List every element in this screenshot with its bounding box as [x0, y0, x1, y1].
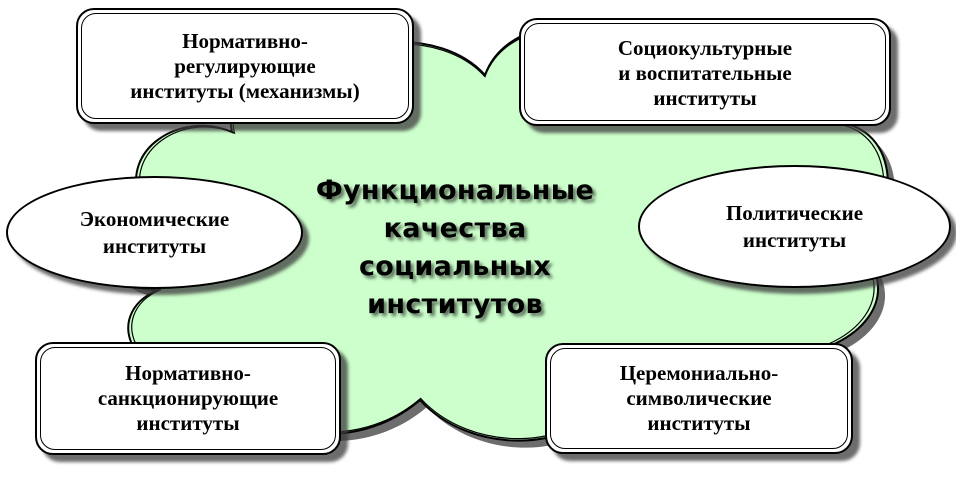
central-concept-title: Функциональные качества социальных инсти…	[315, 175, 595, 320]
node-economic-label: Экономические институты	[79, 206, 230, 258]
node-ceremonial-symbolic-label: Церемониально- символические институты	[619, 361, 779, 435]
node-economic: Экономические институты	[6, 176, 303, 289]
node-political-label: Политические институты	[725, 200, 864, 252]
node-normative-sanctioning-label: Нормативно- санкционирующие институты	[97, 361, 279, 435]
node-sociocultural: Социокультурные и воспитательные институ…	[519, 18, 891, 126]
node-normative-regulating: Нормативно- регулирующие институты (меха…	[76, 8, 414, 124]
node-normative-regulating-label: Нормативно- регулирующие институты (меха…	[130, 28, 360, 103]
node-sociocultural-label: Социокультурные и воспитательные институ…	[617, 36, 793, 110]
node-political: Политические институты	[638, 165, 951, 288]
node-normative-sanctioning: Нормативно- санкционирующие институты	[35, 342, 341, 455]
node-ceremonial-symbolic: Церемониально- символические институты	[545, 343, 853, 454]
